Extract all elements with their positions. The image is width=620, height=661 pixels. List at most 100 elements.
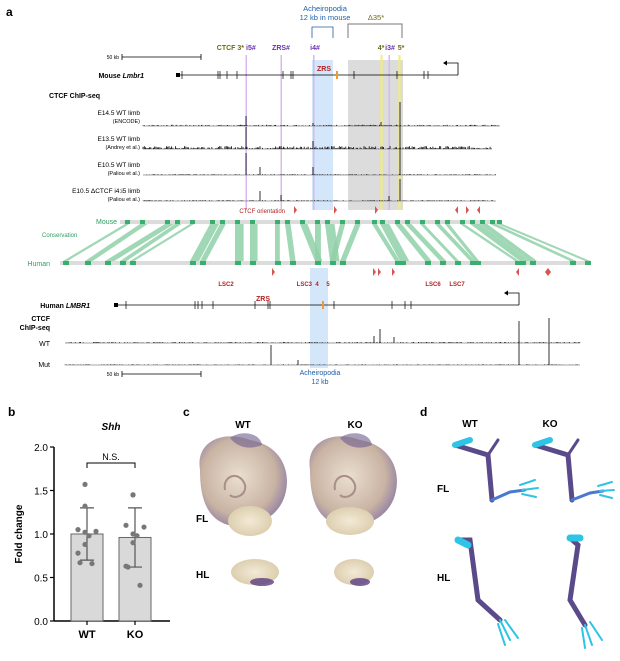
panel-d-wt: WT [462,419,478,430]
human-conserved-block [400,261,406,265]
data-point [130,540,136,546]
acheiropodia-highlight-human [310,268,328,368]
track-signal [65,318,581,343]
human-chip-title-1: CTCF [31,316,50,323]
zrs-line [280,55,282,210]
i5-label: i5# [246,45,256,52]
panel-a: a Acheiropodia 12 kb in mouse Δ35* CTCF … [6,4,591,386]
human-conserved-block [395,261,401,265]
data-point [137,582,143,588]
i3-line [388,55,390,210]
conservation-link [445,224,480,261]
y-axis-label: Fold change [14,504,25,563]
zrs-label-human: ZRS [256,296,270,303]
lsc7-label: LSC7 [449,282,465,288]
ko-embryo-image [309,433,397,527]
lsc5-label: 5 [326,282,330,288]
human-track-wt: WT [39,341,51,348]
track-label: E14.5 WT limb [97,110,140,117]
human-gene-label: Human LMBR1 [40,303,90,310]
mouse-conserved-block [325,220,330,224]
data-point [130,492,136,498]
zrs-label-mouse: ZRS [317,66,331,73]
zrs-hash-label: ZRS# [272,45,290,52]
gene-end [176,73,180,77]
mouse-conserved-block [275,220,280,224]
mouse-conserved-block [372,220,377,224]
conservation-link [372,224,400,261]
data-point [77,560,83,566]
conservation-link [200,224,226,261]
human-conserved-block [475,261,481,265]
panel-label-b: b [8,405,15,419]
human-conserved-block [315,261,321,265]
error-bar [80,507,94,561]
zrs-element [322,301,324,309]
tss-arrowhead [504,290,508,296]
human-conserved-block [515,261,521,265]
gene-end [114,303,118,307]
conservation-link [275,224,280,261]
conservation-link [420,224,460,261]
mouse-bar [120,220,500,224]
conservation-link [130,224,195,261]
conservation-link [497,224,591,261]
acheiropodia-label-1: Acheiropodia [303,4,348,13]
data-point [125,564,131,570]
mouse-conserved-block [497,220,502,224]
mouse-conserved-block [300,220,305,224]
lsc-arrow [392,268,395,276]
wt-hindlimb-skeleton [454,536,519,646]
ko-hindlimb-skeleton [566,534,603,649]
track-signal [142,125,492,149]
panel-d: d WT KO FL HL [420,405,615,649]
tss-arrowhead [443,60,447,66]
conservation-link [250,224,258,261]
mouse-conserved-block [220,220,225,224]
track-signal [142,179,494,201]
conservation-link [460,224,520,261]
panel-c-fl: FL [196,514,208,525]
scale-bar-label-bottom: 50 kb [107,372,119,378]
i4-label: i4# [310,45,320,52]
lsc-arrow [272,268,275,276]
mouse-conserved-block [395,220,400,224]
mouse-ctcf-tracks [142,102,500,202]
human-conserved-block [330,261,336,265]
conservation-link [435,224,476,261]
mouse-conserved-block [315,220,320,224]
track-signal [142,102,499,126]
conservation-link [85,224,148,261]
conservation-link [380,224,410,261]
conservation-link [340,224,361,261]
ctcf5-label: 5* [398,45,405,52]
panel-c: c WT KO FL HL [183,405,397,586]
lsc3-label: LSC3 [297,282,313,288]
ctcf-orientation-arrow [477,206,480,214]
tss-arrow [446,62,459,75]
data-point [141,524,147,530]
conservation-link [63,224,130,261]
human-conserved-block [340,261,346,265]
lsc-arrow [373,268,376,276]
acheiropodia-highlight-mouse [312,60,333,210]
mouse-conserved-block [420,220,425,224]
wt-forelimb-image [228,506,272,536]
mouse-conserved-block [380,220,385,224]
human-conserved-block [63,261,69,265]
ctcf-orientation-arrow [455,206,458,214]
wt-hindlimb-image [231,559,279,586]
conservation-map [60,220,591,265]
human-chip-title-2: ChIP-seq [20,325,50,332]
lsc7-arrow [545,268,551,276]
human-conserved-block [200,261,206,265]
mouse-conserved-block [480,220,485,224]
ctcf3-label: CTCF 3* [217,45,245,52]
data-point [82,481,88,488]
conservation-link [395,224,432,261]
conservation-link [470,224,530,261]
lsc-arrow [516,268,519,276]
human-conserved-block [235,261,241,265]
human-conserved-block [120,261,126,265]
